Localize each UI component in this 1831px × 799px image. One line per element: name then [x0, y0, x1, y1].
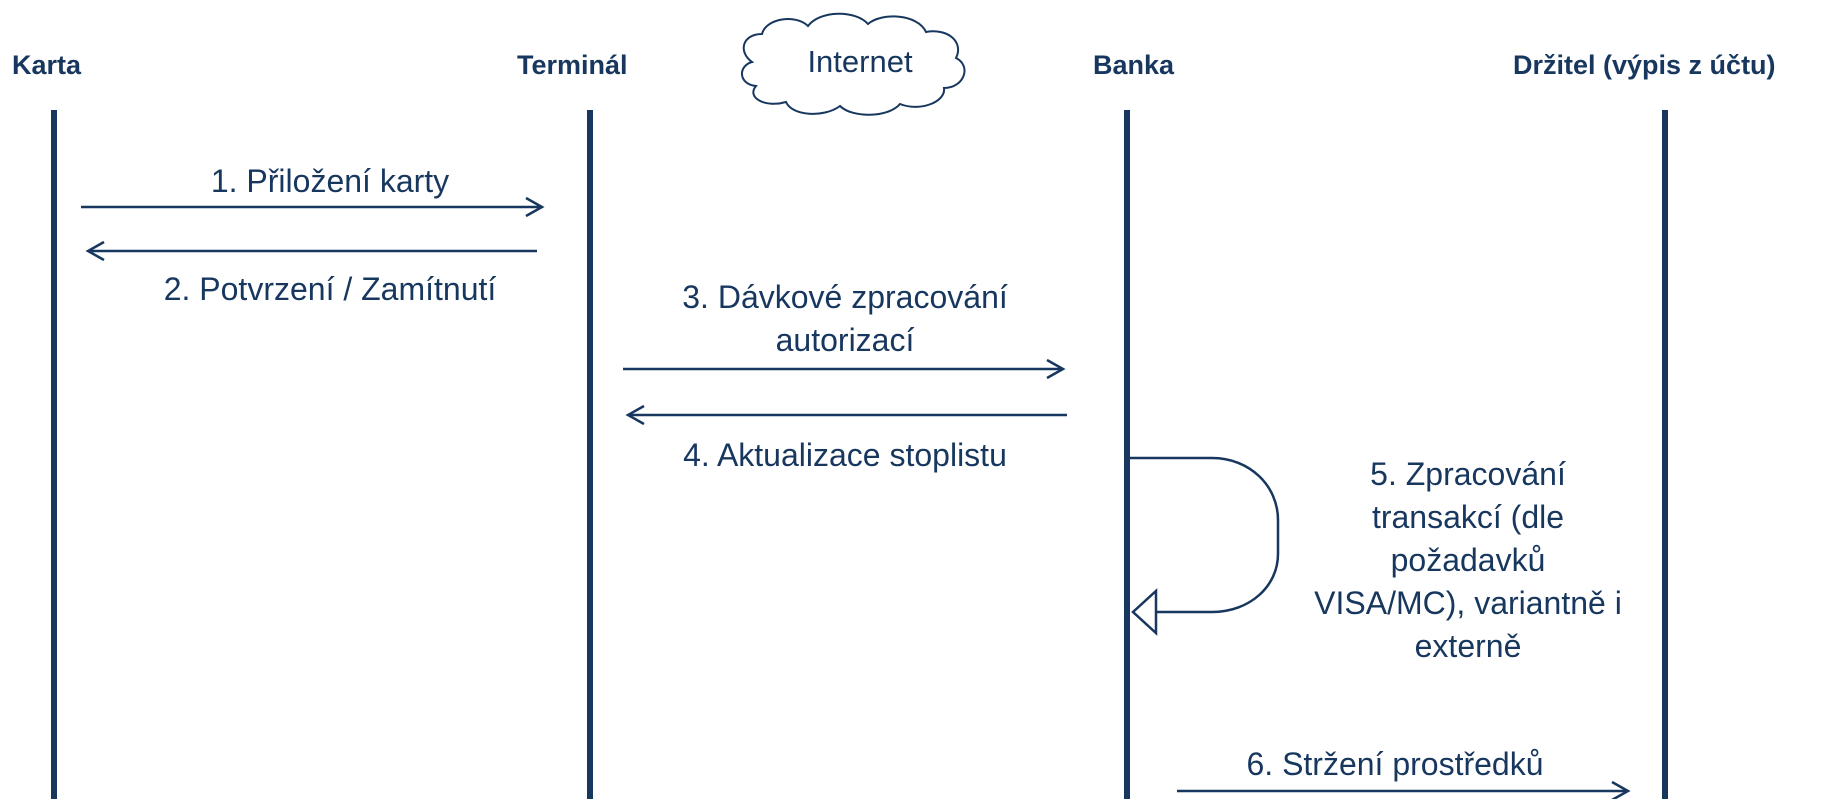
- message-5-line-4: VISA/MC), variantně i: [1314, 585, 1622, 621]
- internet-cloud-icon: [741, 12, 966, 116]
- actor-terminal: Terminál: [517, 50, 628, 80]
- arrow-3-davkove: [623, 358, 1066, 380]
- message-6-label: 6. Stržení prostředků: [1246, 746, 1544, 782]
- arrow-1-prilozeni: [81, 196, 545, 218]
- message-4-label: 4. Aktualizace stoplistu: [683, 437, 1007, 473]
- message-2-label: 2. Potvrzení / Zamítnutí: [163, 271, 497, 307]
- message-1-label: 1. Přiložení karty: [210, 163, 450, 199]
- actor-banka: Banka: [1093, 50, 1175, 80]
- arrow-4-aktualizace: [625, 404, 1067, 426]
- message-5-line-1: 5. Zpracování: [1370, 456, 1566, 492]
- message-5-line-3: požadavků: [1390, 542, 1546, 578]
- arrow-6-strzeni: [1177, 780, 1631, 799]
- arrow-2-potvrzeni: [85, 240, 537, 262]
- message-5-label: 5. Zpracování transakcí (dle požadavků V…: [1268, 453, 1668, 668]
- message-3-label: 3. Dávkové zpracování autorizací: [620, 276, 1070, 362]
- message-5-line-5: externě: [1414, 628, 1522, 664]
- actor-karta: Karta: [12, 50, 82, 80]
- message-5-line-2: transakcí (dle: [1371, 499, 1565, 535]
- message-3-line-1: 3. Dávkové zpracování: [682, 279, 1008, 315]
- arrow-5-self-loop: [1130, 456, 1280, 636]
- message-3-line-2: autorizací: [775, 322, 915, 358]
- actor-drzitel: Držitel (výpis z účtu): [1513, 50, 1776, 80]
- internet-label: Internet: [807, 44, 913, 79]
